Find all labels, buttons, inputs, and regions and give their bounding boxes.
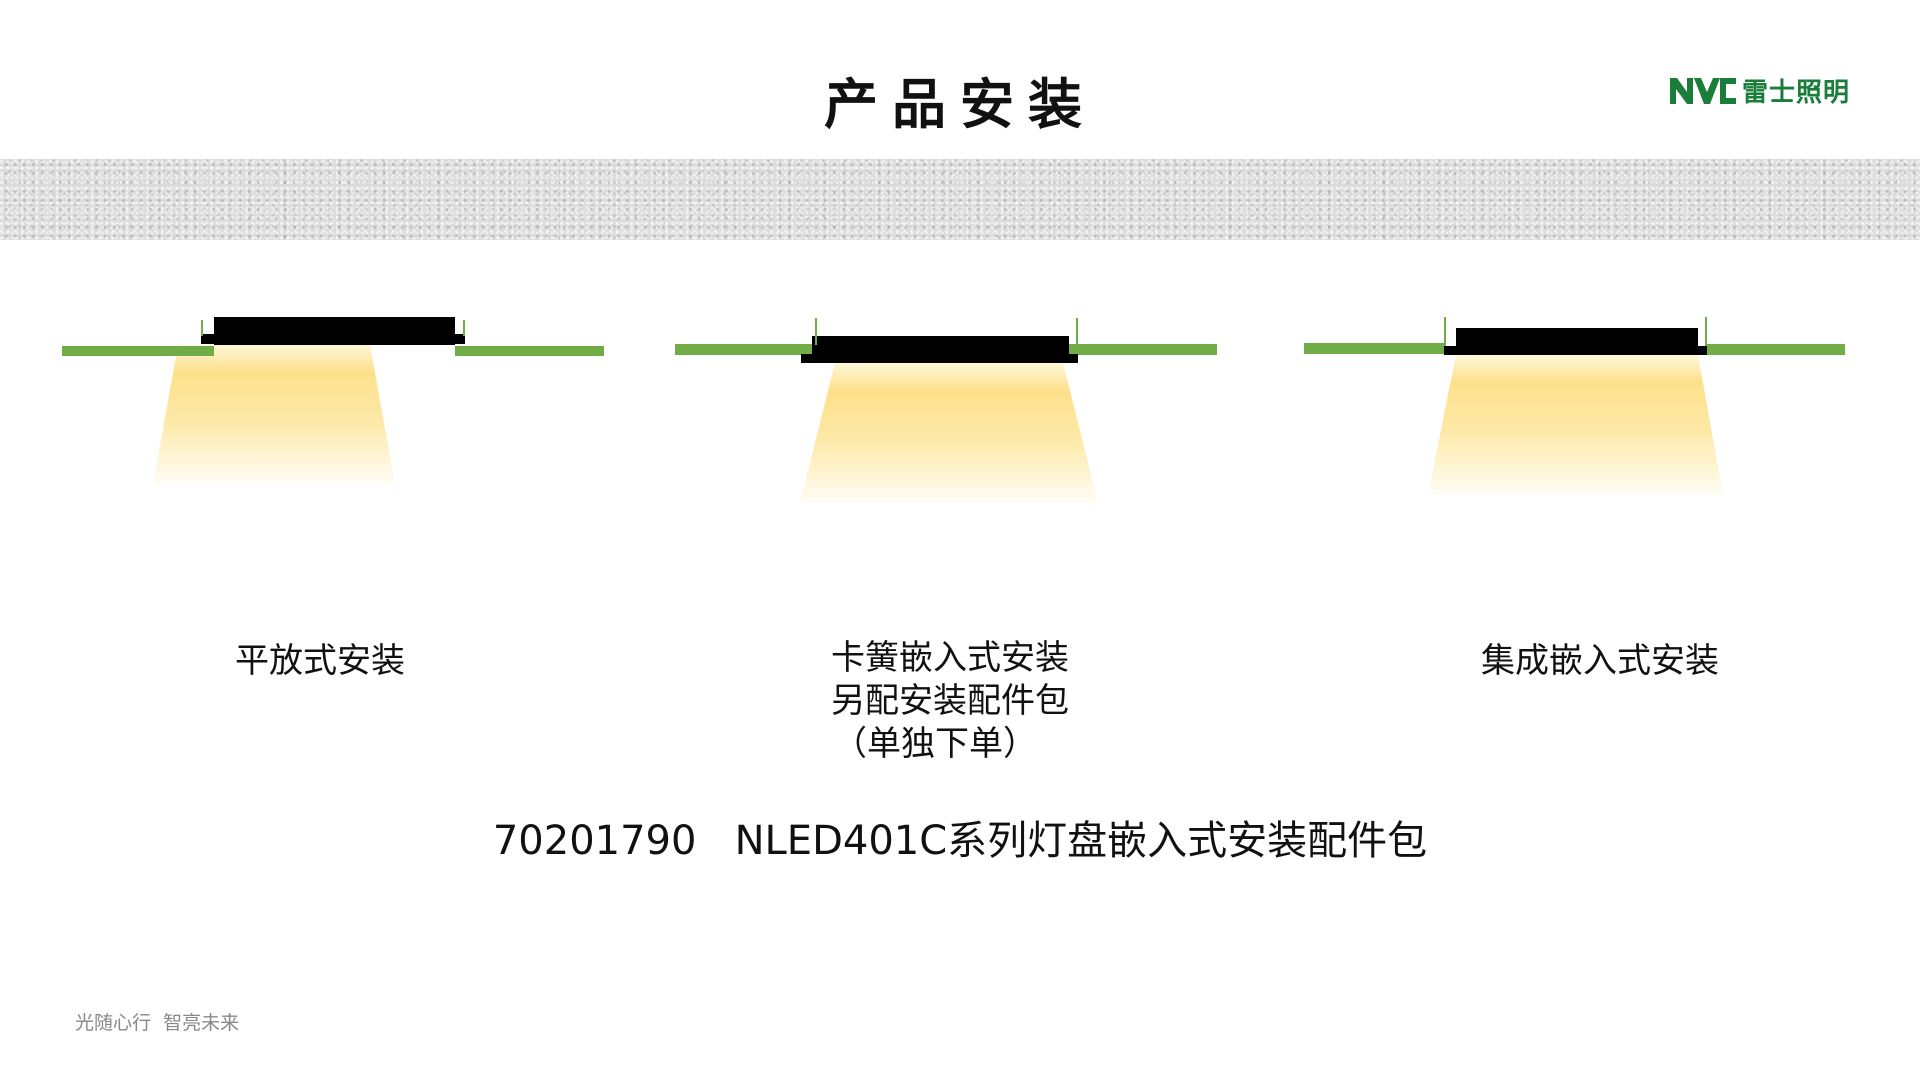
- ceiling-panel-left: [1304, 343, 1446, 354]
- light-beam: [153, 345, 395, 484]
- clip-right: [1076, 318, 1078, 345]
- ceiling-panel-right: [1068, 344, 1217, 355]
- fixture-flange: [801, 354, 1078, 363]
- label-surface-mount: 平放式安装: [220, 640, 420, 683]
- label-line: 另配安装配件包: [831, 681, 1069, 721]
- nvc-logo-mark-icon: [1670, 77, 1736, 104]
- fixture-flange: [201, 334, 465, 344]
- nvc-logo: 雷士照明: [1670, 72, 1850, 109]
- footer-slogan: 光随心行 智亮未来: [75, 1012, 240, 1034]
- label-line: （单独下单）: [833, 724, 1037, 764]
- ceiling-panel-right: [1705, 344, 1845, 355]
- clip-left: [815, 318, 817, 345]
- light-beam: [1428, 355, 1723, 495]
- ceiling-panel-right: [455, 346, 604, 356]
- logo-text: 雷士照明: [1742, 78, 1851, 108]
- ceiling-texture: [0, 159, 1920, 240]
- accessory-name: NLED401C系列灯盘嵌入式安装配件包: [734, 818, 1428, 864]
- ceiling-panel-left: [675, 344, 815, 355]
- label-line: 集成嵌入式安装: [1481, 641, 1719, 681]
- accessory-info: 70201790 NLED401C系列灯盘嵌入式安装配件包: [0, 808, 1920, 866]
- clip-right: [463, 320, 465, 336]
- label-integrated-recessed: 集成嵌入式安装: [1450, 640, 1750, 683]
- label-line: 平放式安装: [235, 641, 405, 681]
- clip-right: [1705, 317, 1707, 346]
- fixture-flange: [1444, 346, 1707, 355]
- fixture-body: [1456, 328, 1698, 348]
- label-spring-recessed: 卡簧嵌入式安装 另配安装配件包 （单独下单）: [800, 637, 1100, 766]
- label-line: 卡簧嵌入式安装: [831, 638, 1069, 678]
- ceiling-panel-left: [62, 346, 214, 356]
- clip-left: [201, 320, 203, 336]
- clip-left: [1444, 317, 1446, 346]
- page-title: 产品安装: [824, 73, 1096, 136]
- accessory-code: 70201790: [492, 818, 697, 864]
- light-beam: [800, 363, 1098, 503]
